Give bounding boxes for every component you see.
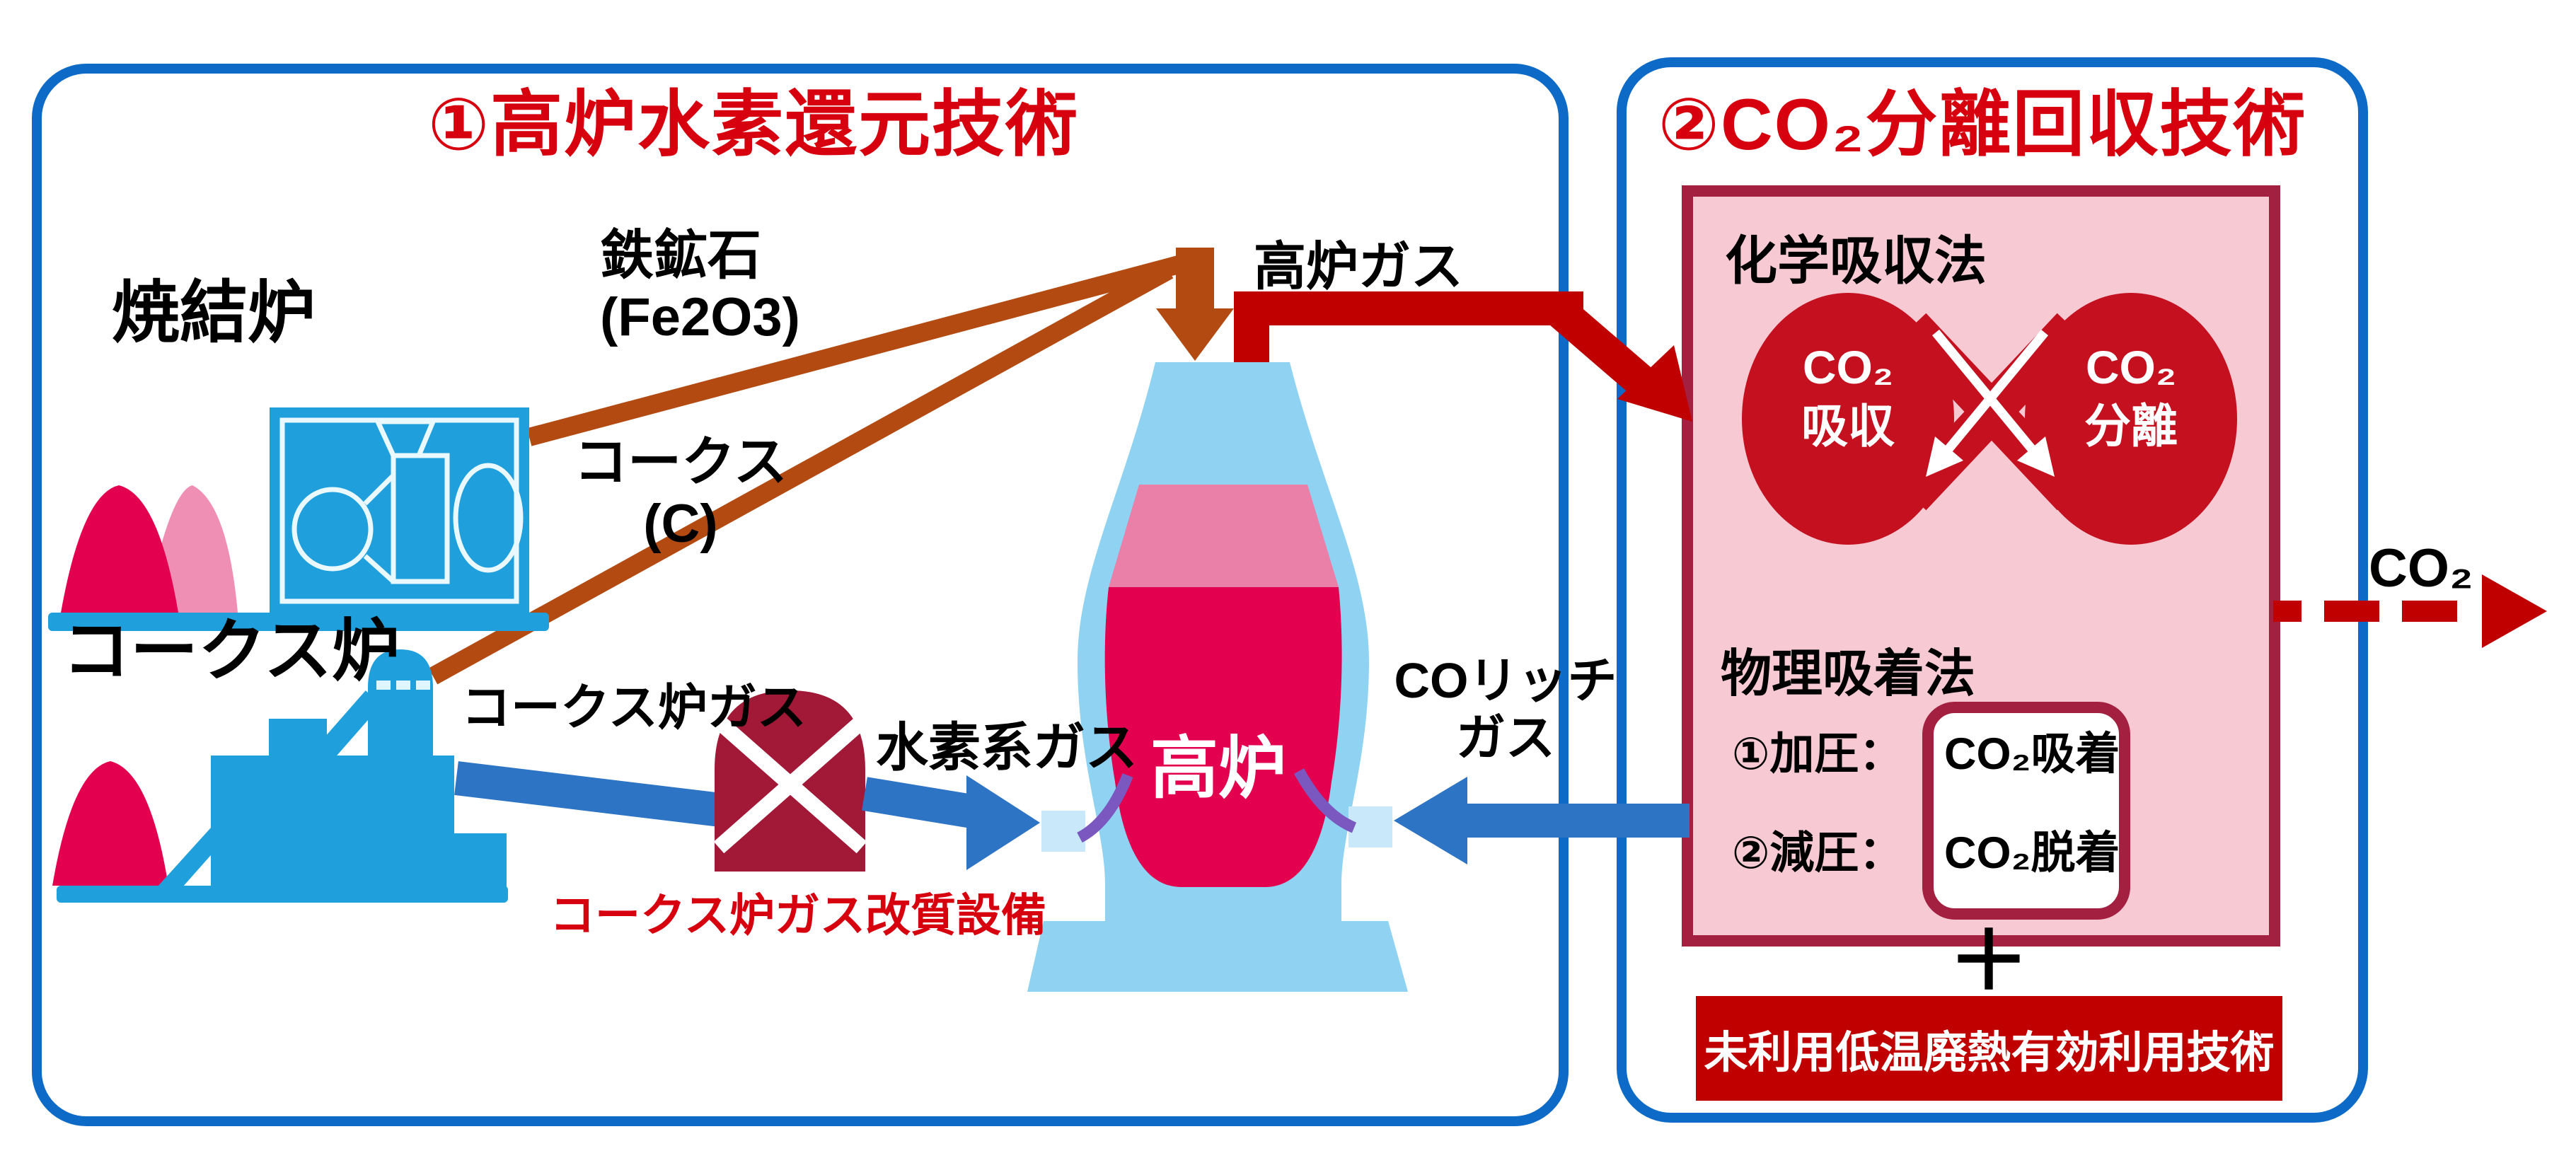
coke-oven-label: コークス炉 [62, 613, 400, 689]
absorption-tank [1742, 293, 1954, 545]
absorb-tank-label: CO₂ 吸収 [1801, 338, 1895, 455]
coke-oven-gas-pipe [454, 761, 752, 830]
coke-oven-icon [52, 649, 508, 903]
tuyere-arc-left [1077, 773, 1133, 843]
pressurize-value: CO₂吸着 [1944, 729, 2120, 779]
coke-label: コークス (C) [574, 432, 787, 555]
separate-line1: CO₂ [2085, 341, 2177, 393]
separate-line2: 分離 [2084, 399, 2178, 452]
blast-furnace-icon [1027, 362, 1408, 992]
blast-furnace-label: 高炉 [1150, 731, 1286, 806]
adsorption-box [1922, 702, 2130, 920]
depressurize-value: CO₂脱着 [1944, 828, 2120, 878]
right-panel-title: ②CO₂分離回収技術 [1658, 84, 2307, 165]
absorb-line2: 吸収 [1801, 399, 1895, 452]
co2-output-label: CO₂ [2369, 538, 2473, 598]
co-rich-gas-arrow [1394, 777, 1690, 864]
ore-mound-crimson [61, 485, 178, 613]
bf-gas-arrow [1234, 291, 1692, 422]
depressurize-label: ②減圧： [1732, 828, 1904, 878]
co-rich-line1: COリッチ [1394, 653, 1617, 708]
tuyere-arc-right [1293, 768, 1357, 833]
bf-gas-label: 高炉ガス [1254, 237, 1463, 296]
separation-tank [2025, 293, 2237, 545]
coke-ground [57, 886, 508, 903]
reformer-icon [713, 690, 867, 872]
iron-ore-label: 鉄鉱石 (Fe2O3) [600, 225, 800, 349]
physical-method-heading: 物理吸着法 [1721, 646, 1976, 702]
chemical-absorption-icon [1742, 293, 2237, 545]
tuyere-right [1348, 806, 1392, 847]
coke-oven-chimney [368, 649, 433, 756]
sinter-ground [48, 613, 549, 631]
reformer-x-icon [713, 715, 867, 854]
coke-line2: (C) [643, 494, 718, 555]
co-rich-line2: ガス [1456, 710, 1555, 765]
burden-feed-arrow [428, 248, 1234, 685]
coke-oven-gas-label: コークス炉ガス [461, 680, 807, 735]
separate-tank-label: CO₂ 分離 [2084, 338, 2178, 455]
furnace-pedestal [1027, 921, 1408, 992]
exchange-arrows-icon [1926, 329, 2055, 477]
left-panel-title: ①高炉水素還元技術 [427, 84, 1080, 165]
reformer-label: コークス炉ガス改質設備 [549, 890, 1047, 941]
coal-mound [52, 761, 168, 886]
co2-output-arrow [2273, 574, 2547, 648]
furnace-charge-pink [1109, 485, 1339, 587]
absorb-line1: CO₂ [1802, 341, 1894, 393]
pressurize-label: ①加圧： [1732, 729, 1904, 779]
sinter-furnace-label: 焼結炉 [112, 275, 316, 351]
hydrogen-gas-label: 水素系ガス [876, 718, 1138, 777]
co-rich-gas-label: COリッチ ガス [1394, 652, 1617, 766]
iron-ore-line2: (Fe2O3) [600, 287, 800, 348]
hydrogen-gas-arrow [862, 775, 1040, 870]
tuyere-left [1041, 811, 1085, 852]
coke-line1: コークス [574, 432, 787, 492]
sinter-plant-icon [48, 407, 549, 631]
chemical-method-heading: 化学吸収法 [1725, 231, 1987, 290]
right-panel-border [1617, 57, 2368, 1123]
furnace-charge-crimson [1104, 587, 1342, 887]
left-panel-border [32, 64, 1569, 1126]
waste-heat-banner: 未利用低温廃熱有効利用技術 [1696, 996, 2282, 1101]
iron-ore-line1: 鉄鉱石 [600, 226, 761, 286]
plus-sign: ＋ [1948, 916, 2030, 1007]
